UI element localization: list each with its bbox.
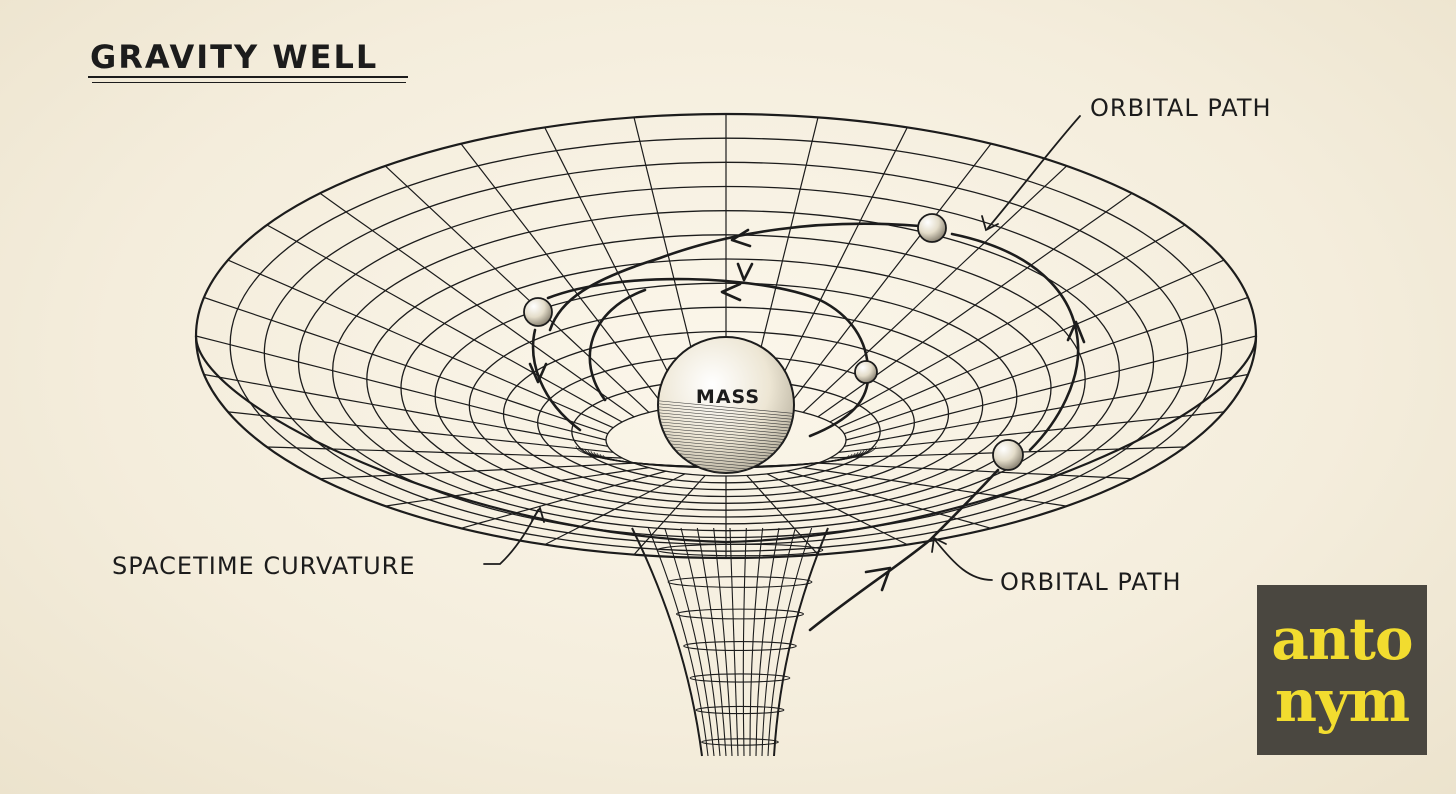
- mass-label: MASS: [695, 386, 761, 408]
- grid-radial: [266, 224, 623, 423]
- grid-radial: [544, 127, 686, 407]
- grid-radial: [195, 335, 607, 441]
- logo-line-1: anto: [1271, 605, 1413, 673]
- neck-ring: [683, 641, 797, 651]
- grid-radial: [803, 467, 1067, 507]
- grid-radial: [384, 165, 650, 413]
- pointer-orbital-top: [987, 115, 1081, 229]
- pointer-orbital-top-head: [981, 215, 999, 232]
- body-lower-right: [992, 439, 1024, 471]
- arrow-right-up: [1066, 320, 1086, 344]
- grid-radial: [844, 373, 1249, 447]
- grid-radial: [785, 143, 992, 410]
- orbiting-bodies: [523, 213, 1024, 471]
- label-pointers: [483, 115, 1081, 581]
- grid-radial: [460, 143, 667, 410]
- neck-ring: [675, 608, 805, 620]
- grid-radial: [838, 411, 1225, 453]
- arrow-inner-down: [736, 262, 754, 282]
- inner-orbit-lower: [588, 288, 647, 402]
- grid-radial: [838, 259, 1225, 429]
- grid-radial: [829, 224, 1186, 423]
- body-inner-right: [854, 360, 878, 384]
- central-mass-sphere: [657, 336, 795, 474]
- mass-hatch-line: [658, 438, 794, 454]
- grid-radial: [203, 296, 608, 435]
- grid-radial: [319, 462, 635, 480]
- body-left: [523, 297, 553, 327]
- neck-line: [713, 527, 733, 757]
- grid-radial: [266, 446, 623, 459]
- grid-radial: [844, 296, 1249, 435]
- orbit-arrows: [528, 228, 1086, 592]
- neck-line: [680, 527, 721, 757]
- pointer-orbital-bottom: [934, 539, 993, 581]
- grid-radial: [633, 475, 706, 556]
- grid-radial: [544, 473, 686, 546]
- mass-hatch-line: [658, 405, 794, 421]
- mass-hatch-line: [658, 435, 794, 451]
- grid-radial: [203, 373, 608, 447]
- page-title: GRAVITY WELL: [90, 38, 379, 76]
- arrow-left-down: [528, 362, 548, 384]
- orbital-paths: [531, 222, 1080, 632]
- grid-radial: [802, 165, 1068, 413]
- grid-radial: [817, 462, 1133, 480]
- orbital-path-label-top: ORBITAL PATH: [1090, 94, 1272, 122]
- antonym-logo: anto nym: [1257, 585, 1427, 755]
- pointer-orbital-bottom-head: [931, 536, 947, 553]
- neck-ring: [695, 705, 785, 715]
- inner-orbit-arc: [546, 277, 870, 374]
- body-upper-right: [917, 213, 947, 243]
- neck-line: [631, 527, 703, 757]
- neck-line: [773, 527, 829, 757]
- grid-radial: [766, 473, 908, 546]
- grid-radial: [227, 259, 614, 429]
- grid-radial: [845, 335, 1257, 441]
- mass-hatch-line: [658, 417, 794, 433]
- arrow-top-left: [730, 228, 752, 248]
- mass-hatch-line: [658, 402, 794, 418]
- orbital-path-label-bottom: ORBITAL PATH: [1000, 568, 1182, 596]
- grid-radial: [766, 127, 908, 407]
- neck-ring: [701, 738, 779, 746]
- mass-hatch-line: [658, 411, 794, 427]
- outer-orbit-arc: [548, 222, 922, 332]
- neck-ring: [667, 576, 813, 588]
- neck-ring: [689, 673, 791, 683]
- grid-radial: [319, 192, 635, 418]
- grid-radial: [385, 467, 649, 507]
- title-underline: [88, 76, 408, 78]
- incoming-path: [808, 468, 1000, 632]
- funnel-neck: [631, 527, 829, 757]
- arrow-incoming: [864, 566, 892, 592]
- logo-line-2: nym: [1274, 667, 1410, 735]
- spacetime-curvature-label: SPACETIME CURVATURE: [112, 552, 416, 580]
- mass-hatch-line: [658, 429, 794, 445]
- mass-hatch-line: [658, 399, 794, 415]
- neck-line: [696, 527, 727, 757]
- pointer-spacetime-head: [531, 505, 545, 523]
- grid-radial: [746, 475, 819, 556]
- right-orbit-arc: [950, 232, 1080, 452]
- spacetime-grid: [194, 112, 1258, 560]
- title-underline-second: [92, 82, 406, 83]
- mass-hatch-line: [658, 408, 794, 424]
- mass-hatch-line: [658, 420, 794, 436]
- grid-radial: [785, 470, 992, 529]
- mass-hatch-line: [658, 423, 794, 439]
- grid-radial: [460, 470, 667, 529]
- mass-hatch-line: [658, 432, 794, 448]
- arrow-mid: [720, 282, 742, 302]
- grid-radial: [227, 411, 614, 453]
- mass-hatch-line: [658, 414, 794, 430]
- mass-hatch-line: [658, 426, 794, 442]
